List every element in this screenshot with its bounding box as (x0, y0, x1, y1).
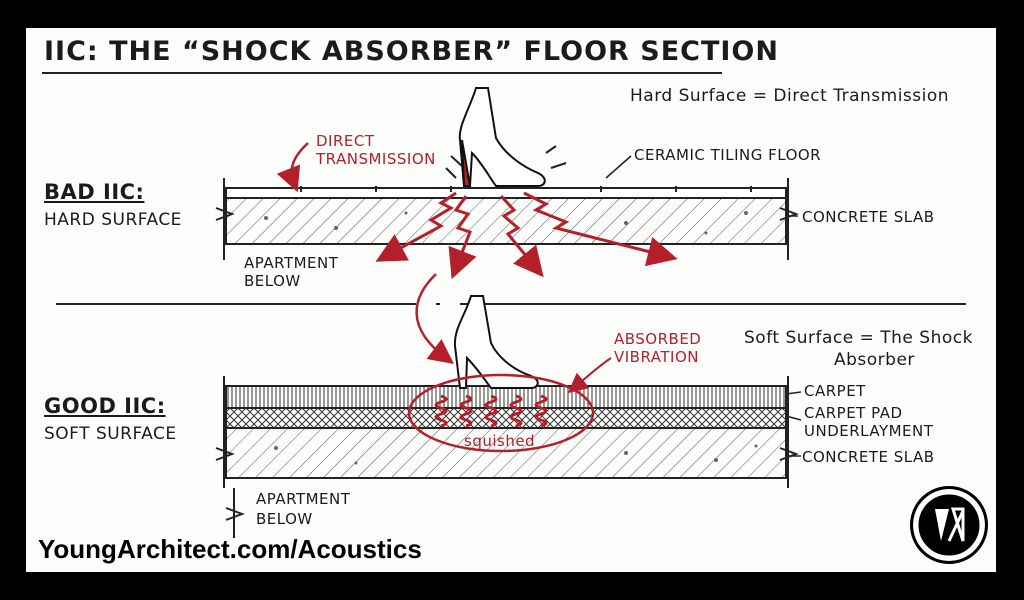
young-architect-logo-icon (910, 486, 988, 564)
bad-iic-title: BAD IIC: (44, 180, 145, 204)
bad-iic-subtitle: HARD SURFACE (44, 210, 182, 230)
hard-surface-note: Hard Surface = Direct Transmission (630, 86, 950, 106)
page-title: IIC: THE “SHOCK ABSORBER” FLOOR SECTION (44, 36, 779, 67)
apartment-below-label-bottom-1: APARTMENT (256, 490, 351, 508)
apartment-below-label-top-2: BELOW (244, 272, 301, 290)
carpet-pad-layer (225, 407, 787, 429)
diagram-canvas: IIC: THE “SHOCK ABSORBER” FLOOR SECTION … (26, 28, 996, 572)
soft-surface-note-line2: Absorber (834, 350, 915, 370)
ceramic-tile-layer (225, 187, 787, 199)
direct-transmission-label-1: DIRECT (316, 132, 375, 150)
carpet-label: CARPET (804, 382, 866, 400)
ceramic-tile-label: CERAMIC TILING FLOOR (634, 146, 822, 164)
concrete-slab-top (225, 197, 787, 245)
bad-iic-section (215, 87, 799, 280)
concrete-slab-label-top: CONCRETE SLAB (802, 208, 935, 226)
carpet-pad-label-2: UNDERLAYMENT (804, 422, 934, 440)
concrete-slab-bottom (225, 427, 787, 479)
concrete-slab-label-bottom: CONCRETE SLAB (802, 448, 935, 466)
apartment-below-label-bottom-2: BELOW (256, 510, 313, 528)
high-heel-shoe-soft-icon (453, 295, 539, 389)
spring-icons (434, 394, 548, 428)
apartment-below-label-top-1: APARTMENT (244, 254, 339, 272)
good-iic-subtitle: SOFT SURFACE (44, 424, 177, 444)
absorbed-vibration-label-2: VIBRATION (614, 348, 700, 366)
absorbed-zone (407, 373, 595, 453)
soft-surface-note-line1: Soft Surface = The Shock (744, 328, 973, 348)
squished-label: squished (464, 432, 536, 450)
floor-section-drawing (56, 87, 966, 538)
good-iic-title: GOOD IIC: (44, 394, 166, 418)
carpet-layer (225, 385, 787, 409)
high-heel-shoe-icon (458, 87, 546, 187)
good-iic-section (215, 295, 802, 538)
footer-url: YoungArchitect.com/Acoustics (38, 534, 422, 564)
direct-transmission-label-2: TRANSMISSION (316, 150, 436, 168)
carpet-pad-label-1: CARPET PAD (804, 404, 903, 422)
transition-arrow (415, 273, 454, 365)
absorbed-vibration-label-1: ABSORBED (614, 330, 702, 348)
title-underline (42, 72, 722, 74)
direct-transmission-arrows (375, 191, 678, 280)
